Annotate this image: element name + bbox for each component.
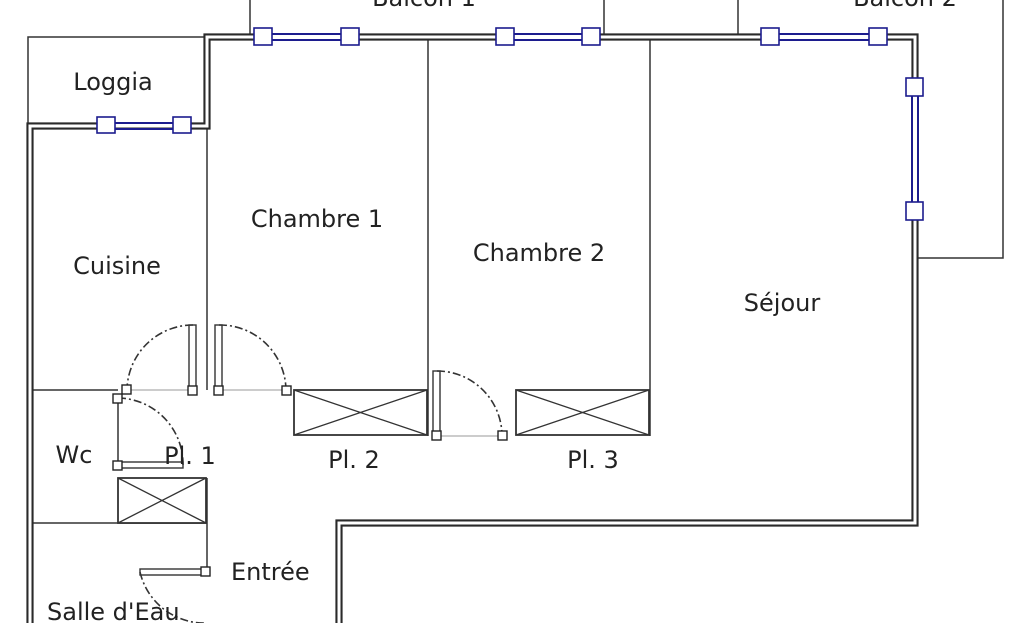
room-label-pl3: Pl. 3 <box>567 446 619 474</box>
closet-pl1 <box>117 477 207 524</box>
room-label-chambre-1: Chambre 1 <box>251 205 383 233</box>
door-chambre-1 <box>213 324 292 396</box>
closet-pl3 <box>515 389 650 436</box>
window-chambre-2 <box>495 27 601 46</box>
loggia-outline <box>27 36 207 126</box>
room-label-sejour: Séjour <box>744 289 821 317</box>
room-label-loggia: Loggia <box>73 68 152 96</box>
room-label-balcon-1: Balcon 1 <box>372 0 476 12</box>
window-loggia <box>96 116 192 134</box>
window-chambre-1 <box>253 27 360 46</box>
balcony-2-outline <box>737 0 1004 259</box>
door-salle-eau <box>139 566 211 623</box>
room-label-chambre-2: Chambre 2 <box>473 239 605 267</box>
window-sejour-top <box>760 27 888 46</box>
door-cuisine <box>121 324 198 396</box>
room-label-wc: Wc <box>56 441 93 469</box>
room-label-entree: Entrée <box>231 558 310 586</box>
balcony-1-outline <box>249 0 605 37</box>
closet-pl2 <box>293 389 428 436</box>
room-label-pl1: Pl. 1 <box>164 442 216 470</box>
room-label-balcon-2: Balcon 2 <box>853 0 957 12</box>
room-label-cuisine: Cuisine <box>73 252 161 280</box>
window-sejour-side <box>905 77 924 221</box>
room-label-pl2: Pl. 2 <box>328 446 380 474</box>
room-label-salle-eau: Salle d'Eau <box>47 598 180 623</box>
door-wc <box>112 393 184 471</box>
door-chambre-2 <box>431 370 508 441</box>
